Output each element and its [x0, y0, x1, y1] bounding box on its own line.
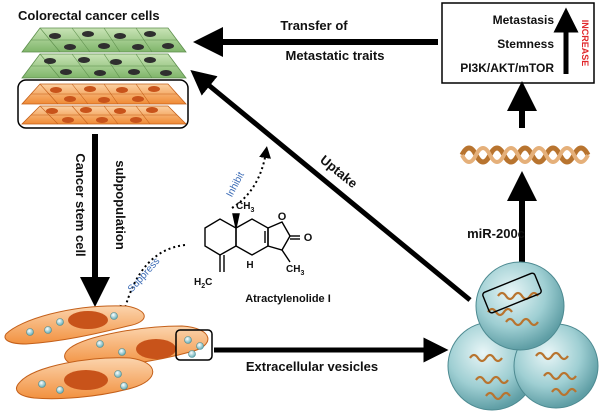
stemness-label: Stemness — [497, 37, 554, 51]
vesicle-mirna-cargo — [469, 291, 577, 401]
mirna-highlight-box — [482, 272, 542, 314]
increase-label: INCREASE — [580, 20, 590, 67]
cell-nucleus — [136, 339, 176, 359]
green-cell-layer-top — [21, 27, 187, 53]
pi3k-akt-mtor-label: PI3K/AKT/mTOR — [460, 61, 554, 75]
metastasis-label: Metastasis — [493, 13, 555, 27]
green-cell-layer-bottom — [21, 53, 187, 79]
stem-cell-highlight-box — [17, 79, 189, 129]
inhibit-arrow — [231, 146, 271, 209]
vesicle-highlight-box — [175, 329, 213, 361]
vesicle-spheres — [447, 261, 599, 411]
rna-helix — [459, 145, 591, 165]
colorectal-cells-label: Colorectal cancer cells — [18, 8, 160, 23]
orange-cell-layer-bottom — [21, 105, 187, 125]
stem-cell-group — [4, 305, 213, 400]
compound-name-label: Atractylenolide I — [245, 293, 331, 305]
vesicle-sphere-top — [475, 261, 565, 351]
suppress-label: Suppress — [126, 256, 162, 295]
ring-oxygen-label: O — [278, 211, 287, 223]
mirna-label: miR-200c — [467, 226, 525, 241]
uptake-arrow — [190, 70, 472, 302]
stem-cell-label-line1: Cancer stem cell — [73, 153, 88, 256]
cell-nucleus — [64, 370, 108, 390]
h2c-label: H2C — [194, 277, 212, 290]
cell-nucleus — [68, 311, 108, 329]
uptake-label: Uptake — [317, 152, 360, 191]
inhibit-label: Inhibit — [225, 170, 247, 199]
intracellular-vesicles — [26, 312, 204, 394]
atractylenolide-structure — [204, 213, 300, 272]
transfer-label-line1: Transfer of — [280, 18, 348, 33]
transfer-label-line2: Metastatic traits — [286, 48, 385, 63]
orange-cell-layer-top — [21, 83, 187, 105]
h-atom-label: H — [246, 260, 253, 271]
outcomes-box: Metastasis Stemness PI3K/AKT/mTOR INCREA… — [441, 2, 595, 84]
colorectal-cell-layers — [17, 27, 189, 129]
extracellular-vesicles-label: Extracellular vesicles — [246, 359, 378, 374]
stem-cell-label-line2: subpopulation — [113, 160, 128, 250]
ch3-top-label: CH3 — [236, 201, 254, 214]
ch3-right-label: CH3 — [286, 264, 304, 277]
carbonyl-oxygen-label: O — [304, 232, 313, 244]
